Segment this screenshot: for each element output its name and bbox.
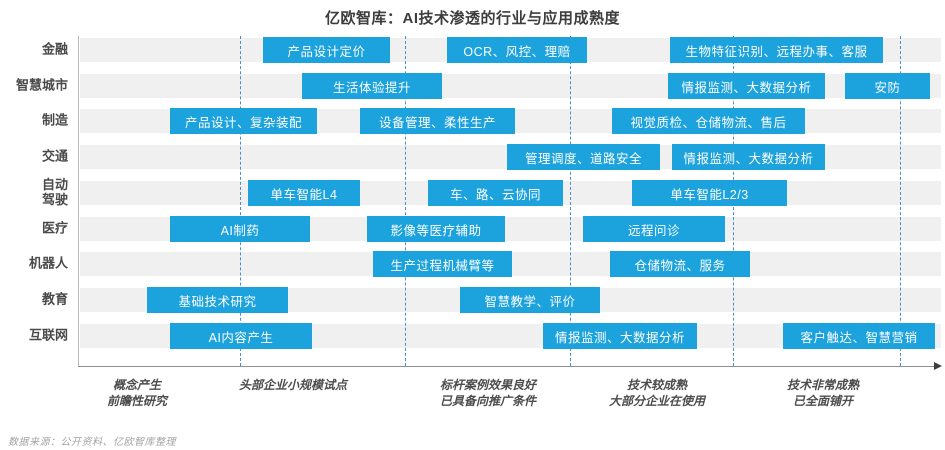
maturity-bar: 产品设计、复杂装配 — [170, 108, 317, 134]
industry-row-label: 智慧城市 — [15, 77, 68, 93]
industry-row-label: 机器人 — [28, 255, 68, 271]
source-note: 数据来源：公开资料、亿欧智库整理 — [8, 437, 176, 448]
maturity-bar: 远程问诊 — [583, 216, 725, 242]
maturity-bar: 影像等医疗辅助 — [367, 216, 505, 242]
maturity-bar: 生产过程机械臂等 — [373, 251, 512, 277]
stage-divider-dashed-line — [900, 36, 901, 366]
stage-label: 头部企业小规模试点 — [238, 378, 347, 392]
stage-divider-dashed-line — [570, 36, 571, 366]
stage-label: 技术较成熟 大部分企业在使用 — [608, 378, 705, 409]
industry-row-label: 教育 — [41, 291, 68, 307]
industry-row-label: 互联网 — [28, 327, 68, 343]
maturity-bar: 安防 — [845, 73, 930, 99]
industry-row-label: 医疗 — [41, 220, 68, 236]
stage-label: 概念产生 前瞻性研究 — [106, 378, 167, 409]
industry-row-label: 制造 — [41, 112, 68, 128]
maturity-bar: 情报监测、大数据分析 — [543, 323, 697, 349]
stage-divider-dashed-line — [240, 36, 241, 366]
maturity-bar: 客户触达、智慧营销 — [783, 323, 935, 349]
maturity-bar: 产品设计定价 — [263, 37, 390, 63]
x-axis-line — [78, 366, 936, 367]
stage-label: 技术非常成熟 已全面铺开 — [786, 378, 859, 409]
maturity-bar: 智慧教学、评价 — [460, 287, 600, 313]
maturity-bar: 仓储物流、服务 — [610, 251, 750, 277]
maturity-bar: 车、路、云协同 — [428, 180, 563, 206]
axis-arrow-icon — [934, 362, 942, 370]
maturity-bar: OCR、风控、理赔 — [447, 37, 587, 63]
maturity-bar: 情报监测、大数据分析 — [672, 144, 825, 170]
maturity-bar: 管理调度、道路安全 — [507, 144, 660, 170]
stage-label: 标杆案例效果良好 已具备向推广条件 — [439, 378, 536, 409]
industry-row-label: 金融 — [41, 41, 68, 57]
maturity-bar: AI制药 — [170, 216, 310, 242]
maturity-bar: 单车智能L4 — [248, 180, 360, 206]
maturity-bar: 生活体验提升 — [302, 73, 442, 99]
maturity-bar: 情报监测、大数据分析 — [668, 73, 825, 99]
maturity-bar: 单车智能L2/3 — [632, 180, 787, 206]
y-axis-line — [78, 36, 79, 366]
maturity-bar: 生物特征识别、远程办事、客服 — [670, 37, 883, 63]
stage-divider-dashed-line — [405, 36, 406, 366]
industry-row-label: 交通 — [41, 148, 68, 164]
maturity-bar: 视觉质检、仓储物流、售后 — [612, 108, 805, 134]
maturity-bar: 基础技术研究 — [147, 287, 288, 313]
chart-title: 亿欧智库：AI技术渗透的行业与应用成熟度 — [324, 10, 620, 27]
industry-row-label: 自动 驾驶 — [41, 177, 68, 207]
maturity-bar: 设备管理、柔性生产 — [360, 108, 515, 134]
maturity-bar: AI内容产生 — [170, 323, 312, 349]
